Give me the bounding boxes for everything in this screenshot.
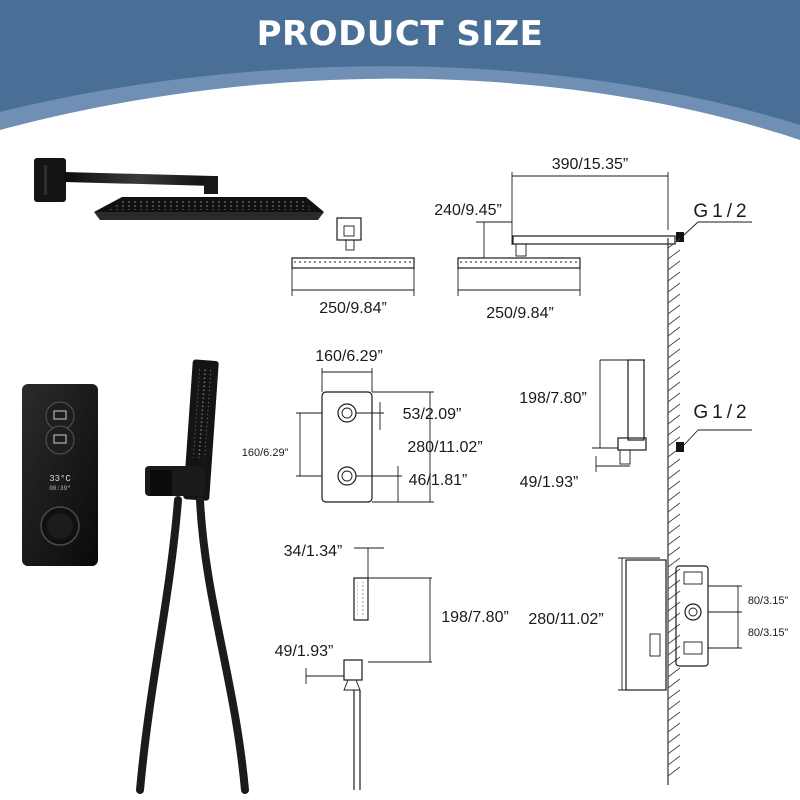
wall-hatch-mark xyxy=(667,491,681,502)
wall-hatch-mark xyxy=(667,260,681,271)
wall-hatch-mark xyxy=(667,436,681,447)
header-banner xyxy=(0,0,800,140)
valve-box-drawing xyxy=(618,557,742,691)
wall-hatch-mark xyxy=(667,315,681,326)
rain-shower-head-image xyxy=(34,158,324,220)
wall-hatch xyxy=(667,238,681,785)
wall-hatch-mark xyxy=(667,293,681,304)
wall-hatch-mark xyxy=(667,755,681,766)
wall-hatch-mark xyxy=(667,623,681,634)
drop-height-label: 240/9.45” xyxy=(434,202,502,219)
wall-hatch-mark xyxy=(667,722,681,733)
wall-hatch-mark xyxy=(667,271,681,282)
wall-hatch-mark xyxy=(667,579,681,590)
wall-hatch-mark xyxy=(667,403,681,414)
wall-hatch-mark xyxy=(667,535,681,546)
wall-hatch-mark xyxy=(667,392,681,403)
wall-hatch-mark xyxy=(667,678,681,689)
wall-hatch-mark xyxy=(667,469,681,480)
wall-hatch-mark xyxy=(667,238,681,249)
showerhead-side-width: 250/9.84” xyxy=(486,305,554,322)
bracket-depth-label: 49/1.93” xyxy=(275,643,334,660)
hand-shower-image xyxy=(136,359,249,794)
wall-hatch-mark xyxy=(667,689,681,700)
wall-hatch-mark xyxy=(667,656,681,667)
handheld-height-label: 198/7.80” xyxy=(441,609,509,626)
wall-hatch-mark xyxy=(667,700,681,711)
wall-hatch-mark xyxy=(667,711,681,722)
valve-side-height-label: 198/7.80” xyxy=(519,390,587,407)
wall-hatch-mark xyxy=(667,733,681,744)
valve-display-time: 00:39″ xyxy=(49,485,71,492)
thermostatic-valve-panel-image: 33°C 00:39″ xyxy=(22,384,98,566)
valve-total-height-label: 280/11.02” xyxy=(407,439,482,456)
wall-hatch-mark xyxy=(667,601,681,612)
showerhead-front-view xyxy=(291,217,415,296)
knob-offset-label: 46/1.81” xyxy=(409,472,468,489)
valve-width-label: 160/6.29” xyxy=(315,348,383,365)
wall-hatch-mark xyxy=(667,348,681,359)
wall-hatch-mark xyxy=(667,337,681,348)
wall-hatch-mark xyxy=(667,458,681,469)
top-thread-label: G1/2 xyxy=(693,201,750,222)
valve-height-left-label: 160/6.29” xyxy=(242,447,289,459)
box-spacing-top-label: 80/3.15” xyxy=(748,595,789,607)
box-height-label: 280/11.02” xyxy=(528,611,603,628)
knob-spacing-label: 53/2.09” xyxy=(403,406,462,423)
wall-hatch-mark xyxy=(667,304,681,315)
page-title: PRODUCT SIZE xyxy=(256,14,544,54)
valve-side-depth-label: 49/1.93” xyxy=(520,474,579,491)
wall-hatch-mark xyxy=(667,557,681,568)
wall-hatch-mark xyxy=(667,645,681,656)
wall-hatch-mark xyxy=(667,766,681,777)
wall-hatch-mark xyxy=(667,480,681,491)
valve-side-drawing xyxy=(592,359,752,472)
banner-main-shape xyxy=(0,0,800,125)
wall-hatch-mark xyxy=(667,425,681,436)
showerhead-side-view xyxy=(457,172,752,296)
wall-hatch-mark xyxy=(667,590,681,601)
wall-hatch-mark xyxy=(667,282,681,293)
valve-display-temp: 33°C xyxy=(49,474,71,484)
arm-length-label: 390/15.35” xyxy=(552,156,629,173)
wall-hatch-mark xyxy=(667,612,681,623)
handheld-bracket-drawing xyxy=(305,547,432,790)
box-spacing-bottom-label: 80/3.15” xyxy=(748,627,789,639)
wall-hatch-mark xyxy=(667,744,681,755)
wall-hatch-mark xyxy=(667,249,681,260)
wall-hatch-mark xyxy=(667,568,681,579)
wall-hatch-mark xyxy=(667,381,681,392)
wall-hatch-mark xyxy=(667,634,681,645)
wall-hatch-mark xyxy=(667,359,681,370)
wall-hatch-mark xyxy=(667,513,681,524)
middle-thread-label: G1/2 xyxy=(693,402,750,423)
wall-hatch-mark xyxy=(667,502,681,513)
handheld-top-width-label: 34/1.34” xyxy=(284,543,343,560)
wall-hatch-mark xyxy=(667,414,681,425)
valve-front-drawing xyxy=(296,368,434,503)
wall-hatch-mark xyxy=(667,326,681,337)
wall-hatch-mark xyxy=(667,370,681,381)
wall-hatch-mark xyxy=(667,524,681,535)
wall-hatch-mark xyxy=(667,546,681,557)
shower-hose xyxy=(136,496,249,794)
showerhead-front-width: 250/9.84” xyxy=(319,300,387,317)
wall-hatch-mark xyxy=(667,667,681,678)
